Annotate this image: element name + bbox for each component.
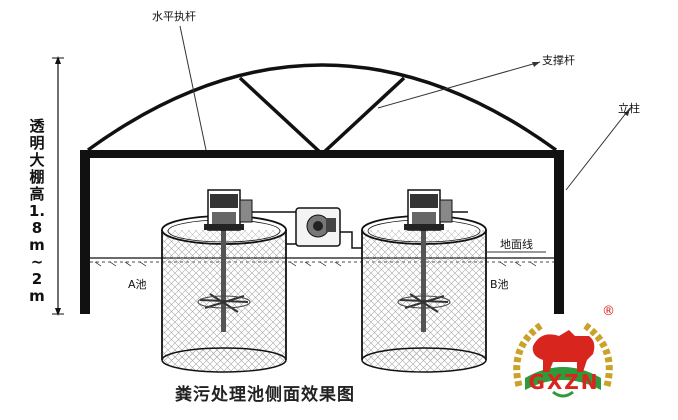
motor-b: [404, 189, 468, 231]
height-dimension: [52, 56, 64, 316]
label-greenhouse-height: 透明大棚高1.8m~2m: [28, 117, 46, 305]
label-column: 立柱: [618, 102, 640, 115]
motor-a: [204, 189, 268, 231]
transfer-pump: [268, 207, 362, 249]
gxzn-logo: [513, 321, 613, 398]
label-support-rod: 支撑杆: [542, 54, 575, 67]
tank-b: [361, 215, 487, 373]
leader-lines: [179, 25, 631, 253]
logo-text: GXZN: [528, 370, 600, 394]
greenhouse-frame: [80, 63, 564, 314]
diagram-caption: 粪污处理池侧面效果图: [175, 385, 355, 405]
tank-a: [161, 215, 287, 373]
label-pool-b: B池: [490, 278, 509, 291]
label-horizontal-rod: 水平执杆: [152, 10, 196, 23]
label-pool-a: A池: [128, 278, 147, 291]
logo-registered-mark: ®: [602, 304, 615, 319]
label-ground-line: 地面线: [500, 238, 533, 251]
